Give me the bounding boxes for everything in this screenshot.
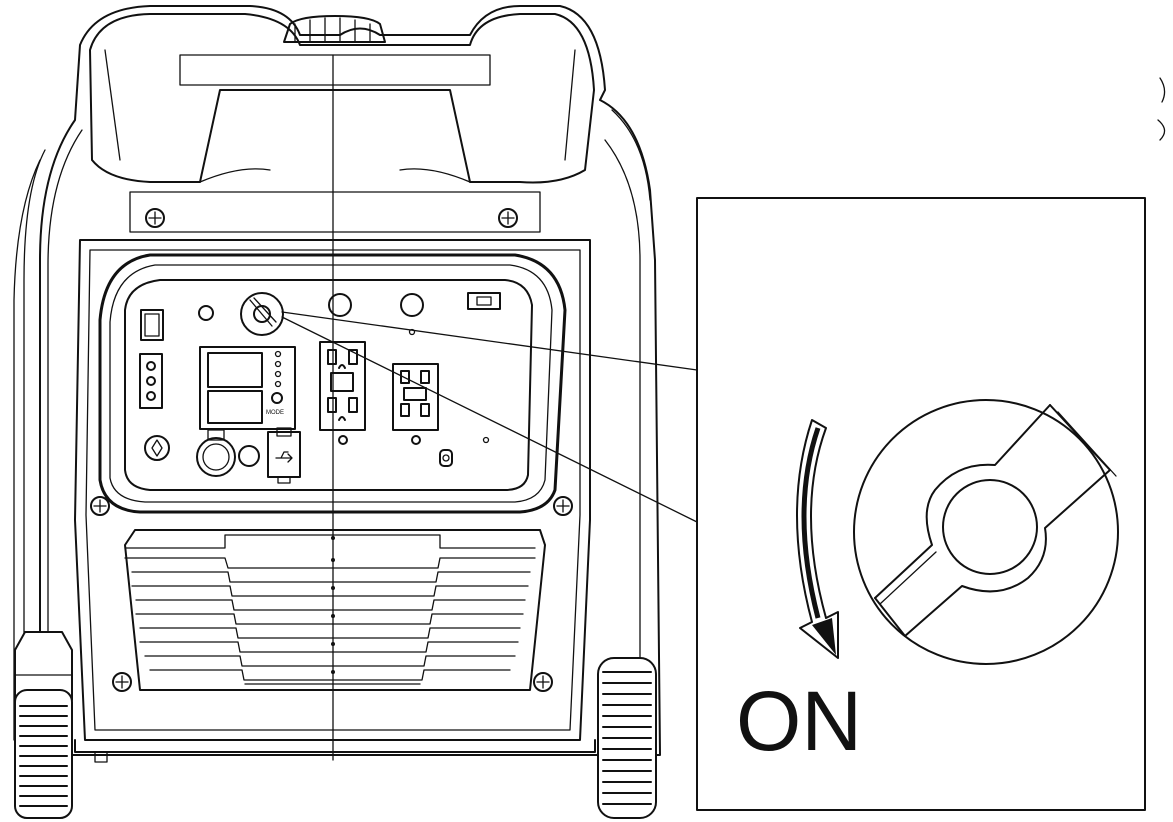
callout-leader-lines: [281, 311, 698, 523]
vent-louvers: [124, 529, 546, 691]
rotation-arrow-icon: [796, 419, 839, 659]
edge-mark: [1157, 77, 1166, 141]
fuel-valve-knob: [853, 399, 1119, 665]
on-label: ON: [736, 674, 862, 768]
right-wheel: [597, 657, 657, 819]
control-panel: MODE: [98, 253, 567, 514]
mode-label: MODE: [266, 410, 284, 416]
generator-body: [13, 5, 661, 763]
callout-box: [696, 197, 1146, 811]
usb-icon: [275, 451, 293, 463]
left-wheel: [14, 631, 73, 819]
panel-screws: [90, 208, 573, 692]
usb-port: [267, 427, 301, 484]
fuel-valve-knob-small: [240, 292, 284, 336]
